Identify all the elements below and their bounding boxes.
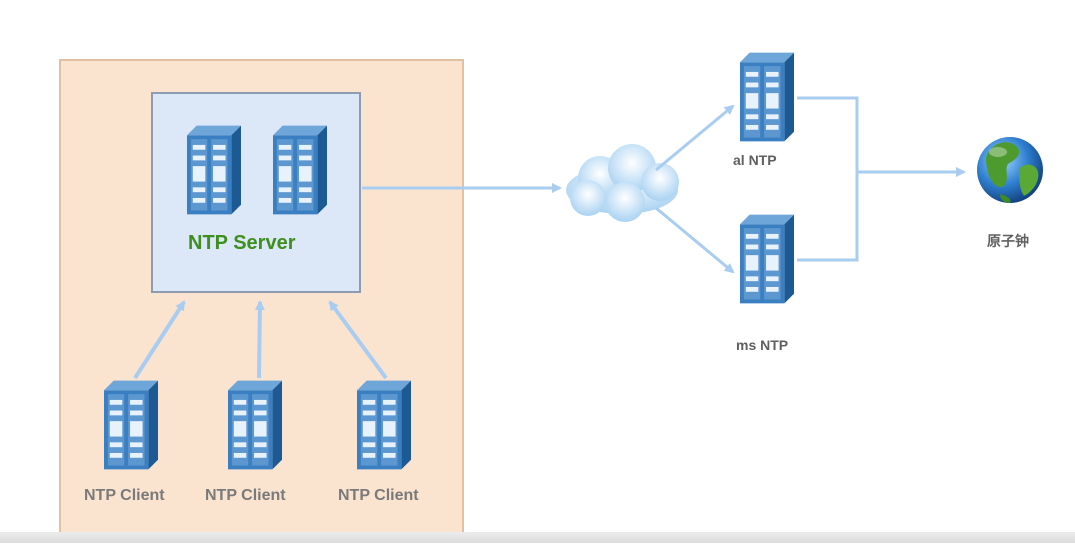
server-rack-icon [187, 125, 241, 215]
server-rack-icon [357, 380, 411, 470]
ntp-client-label: NTP Client [338, 487, 419, 504]
client-arrow [328, 300, 388, 380]
ms-ntp-label: ms NTP [736, 337, 789, 353]
cloud-to-al-ntp-arrow [655, 104, 735, 172]
atomic-clock-label: 原子钟 [987, 233, 1029, 249]
server-rack-icon [273, 125, 327, 215]
globe-icon [977, 137, 1043, 203]
ntp-server-box [151, 92, 361, 293]
ntp-client-label: NTP Client [84, 487, 165, 504]
client-arrow [133, 300, 186, 380]
server-rack-icon [740, 214, 794, 304]
server-rack-icon [228, 380, 282, 470]
upstream-connector [797, 96, 859, 262]
bottom-bar [0, 532, 1075, 543]
al-ntp-label: al NTP [733, 152, 777, 168]
client-arrow [254, 300, 265, 379]
cloud-to-ms-ntp-arrow [655, 206, 735, 274]
cloud-icon [566, 144, 679, 222]
server-rack-icon [104, 380, 158, 470]
server-rack-icon [740, 52, 794, 142]
ntp-client-label: NTP Client [205, 487, 286, 504]
ntp-server-label: NTP Server [188, 232, 296, 254]
